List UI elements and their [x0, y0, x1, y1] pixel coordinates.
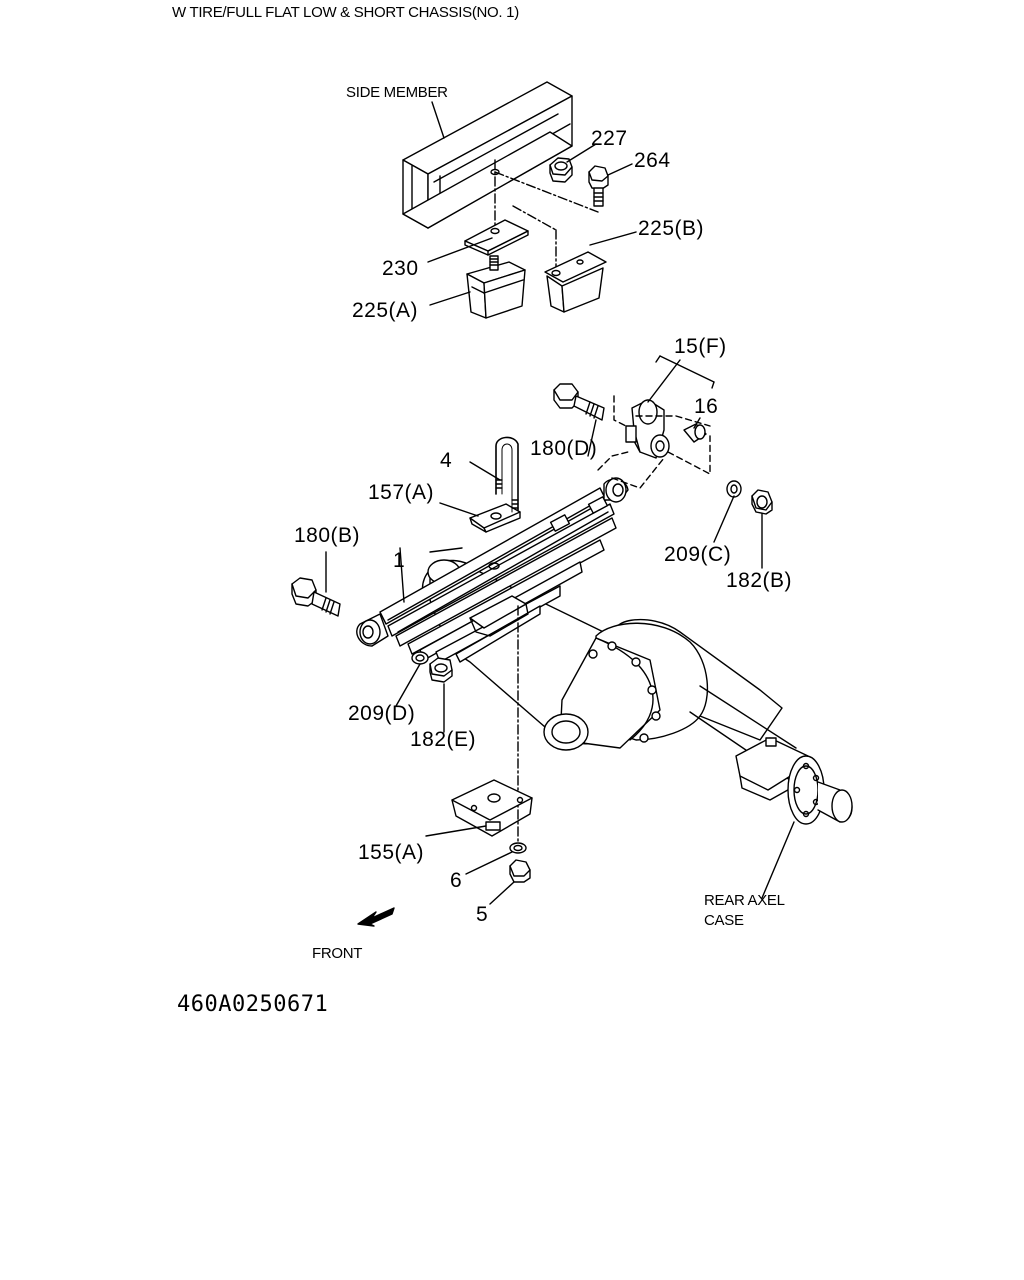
stopper-225b	[545, 252, 606, 312]
shackle-dashed-leaders	[598, 396, 710, 488]
callout-1: 1	[393, 549, 406, 572]
diagram-title: W TIRE/FULL FLAT LOW & SHORT CHASSIS(NO.…	[172, 4, 519, 21]
lower-leaders	[326, 360, 794, 904]
shackle-15f	[626, 400, 669, 458]
upper-leaders	[428, 144, 636, 305]
callout-5: 5	[476, 903, 489, 926]
bushing-16	[684, 424, 706, 442]
callout-182e: 182(E)	[410, 728, 477, 751]
callout-157a: 157(A)	[368, 481, 435, 504]
spacer-230	[465, 220, 528, 255]
nut-182e	[430, 658, 452, 682]
callout-225a: 225(A)	[352, 299, 419, 322]
side-member-rail	[403, 82, 572, 233]
nut-182b	[752, 490, 772, 514]
callout-15f: 15(F)	[674, 335, 727, 358]
callout-6: 6	[450, 869, 463, 892]
nut-5	[510, 860, 530, 882]
bracket-15f	[660, 356, 714, 382]
front-label: FRONT	[312, 945, 363, 962]
callout-209d: 209(D)	[348, 702, 416, 725]
rear-axel-case-label-line1: REAR AXEL	[704, 892, 785, 909]
bolt-180d	[554, 384, 604, 420]
callout-182b: 182(B)	[726, 569, 793, 592]
side-member-label: SIDE MEMBER	[346, 84, 448, 101]
plate-157a	[470, 504, 520, 532]
front-arrow-icon	[358, 908, 394, 926]
rear-axel-case-label-line2: CASE	[704, 912, 744, 929]
plate-155a	[452, 780, 532, 836]
bolt-264	[589, 166, 608, 206]
washer-209d	[412, 652, 428, 664]
washer-6	[510, 843, 526, 853]
callout-180b: 180(B)	[294, 524, 361, 547]
callout-230: 230	[382, 257, 419, 280]
callout-264: 264	[634, 149, 671, 172]
washer-209c	[727, 481, 741, 497]
u-bolt-4	[496, 437, 518, 512]
callout-227: 227	[591, 127, 628, 150]
bolt-180b	[292, 578, 340, 616]
callout-180d: 180(D)	[530, 437, 598, 460]
diagram-code: 460A0250671	[177, 992, 329, 1017]
leaf-spring-1	[357, 478, 628, 662]
callout-209c: 209(C)	[664, 543, 732, 566]
callout-225b: 225(B)	[638, 217, 705, 240]
upper-centerlines	[495, 160, 598, 270]
callout-4: 4	[440, 449, 453, 472]
stopper-225a	[467, 256, 525, 318]
callout-155a: 155(A)	[358, 841, 425, 864]
side-member-leader	[432, 102, 444, 138]
callout-16: 16	[694, 395, 719, 418]
